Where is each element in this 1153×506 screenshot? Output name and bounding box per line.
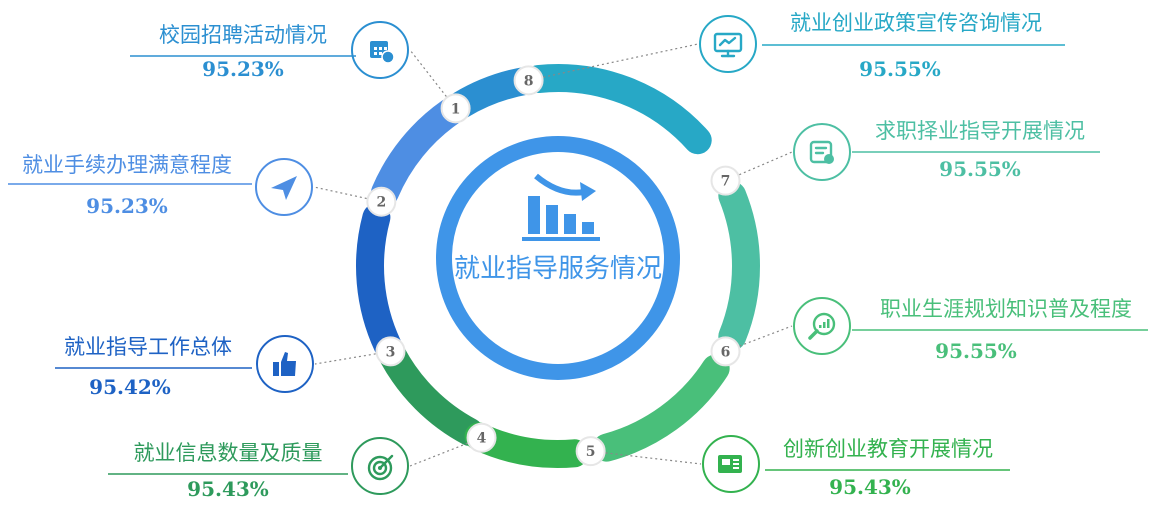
- item-value: 95.23%: [86, 194, 168, 218]
- badge-5: 5: [575, 436, 606, 467]
- paper-plane-icon: [255, 158, 313, 216]
- ring-segments: [356, 64, 760, 468]
- checklist-icon: [793, 123, 851, 181]
- item-labels: 校园招聘活动情况 95.23% 就业手续办理满意程度 95.23% 就业指导工作总体 95…: [8, 11, 1148, 501]
- center-title: 就业指导服务情况: [454, 254, 662, 284]
- item-label-5: 创新创业教育开展情况 95.43%: [765, 437, 1010, 499]
- badge-7: 7: [710, 165, 741, 196]
- item-label-2: 就业手续办理满意程度 95.23%: [8, 153, 252, 218]
- calendar-icon: [351, 21, 409, 79]
- ring-segment-4: [378, 340, 484, 446]
- item-title: 求职择业指导开展情况: [875, 119, 1085, 143]
- thumbs-up-icon: [256, 335, 314, 393]
- badge-3: 3: [375, 336, 406, 367]
- item-label-1: 校园招聘活动情况 95.23%: [130, 23, 356, 81]
- badge-number: 1: [451, 101, 461, 117]
- item-title: 就业创业政策宣传咨询情况: [790, 11, 1042, 35]
- analytics-icon: [793, 297, 851, 355]
- badge-6: 6: [710, 336, 741, 367]
- ring-segment-6: [592, 354, 730, 462]
- connector-5: [590, 450, 702, 465]
- item-title: 就业手续办理满意程度: [22, 153, 232, 177]
- target-icon: [351, 437, 409, 495]
- item-label-4: 就业信息数量及质量 95.43%: [108, 441, 348, 501]
- badge-number: 4: [477, 431, 487, 447]
- item-label-7: 求职择业指导开展情况 95.55%: [852, 119, 1100, 181]
- center-circle: 就业指导服务情况: [436, 136, 680, 380]
- item-label-8: 就业创业政策宣传咨询情况 95.55%: [762, 11, 1065, 81]
- ring-segment-3: [356, 203, 402, 360]
- connector-7: [725, 151, 793, 182]
- badge-2: 2: [366, 186, 397, 217]
- item-value: 95.23%: [202, 57, 284, 81]
- newspaper-icon: [702, 435, 760, 493]
- monitor-icon: [699, 15, 757, 73]
- connector-1: [409, 49, 457, 109]
- item-value: 95.55%: [939, 157, 1021, 181]
- badge-number: 8: [524, 73, 534, 89]
- badge-8: 8: [513, 65, 544, 96]
- badge-number: 6: [721, 344, 731, 360]
- badge-number: 7: [721, 174, 731, 190]
- ring-segment-2: [370, 97, 465, 207]
- ring-segment-8: [524, 64, 712, 155]
- item-value: 95.55%: [859, 57, 941, 81]
- badge-1: 1: [440, 93, 471, 124]
- connector-8: [528, 43, 699, 81]
- number-badges: 1 2 3 4 5 6 7 8: [366, 65, 741, 467]
- item-value: 95.55%: [935, 339, 1017, 363]
- item-value: 95.43%: [829, 475, 911, 499]
- item-title: 就业指导工作总体: [64, 335, 232, 359]
- item-label-3: 就业指导工作总体 95.42%: [55, 335, 252, 399]
- badge-number: 3: [386, 344, 396, 360]
- ring-segment-7: [718, 181, 760, 351]
- item-title: 校园招聘活动情况: [159, 23, 327, 47]
- item-value: 95.43%: [187, 477, 269, 501]
- badge-number: 2: [376, 195, 386, 211]
- item-label-6: 职业生涯规划知识普及程度 95.55%: [852, 297, 1148, 363]
- item-title: 创新创业教育开展情况: [783, 437, 993, 461]
- badge-number: 5: [586, 444, 596, 460]
- bar-chart-icon: [522, 173, 600, 241]
- item-title: 职业生涯规划知识普及程度: [880, 297, 1132, 321]
- badge-4: 4: [466, 422, 497, 453]
- item-value: 95.42%: [89, 375, 171, 399]
- item-title: 就业信息数量及质量: [134, 441, 323, 465]
- item-icons: [255, 15, 851, 495]
